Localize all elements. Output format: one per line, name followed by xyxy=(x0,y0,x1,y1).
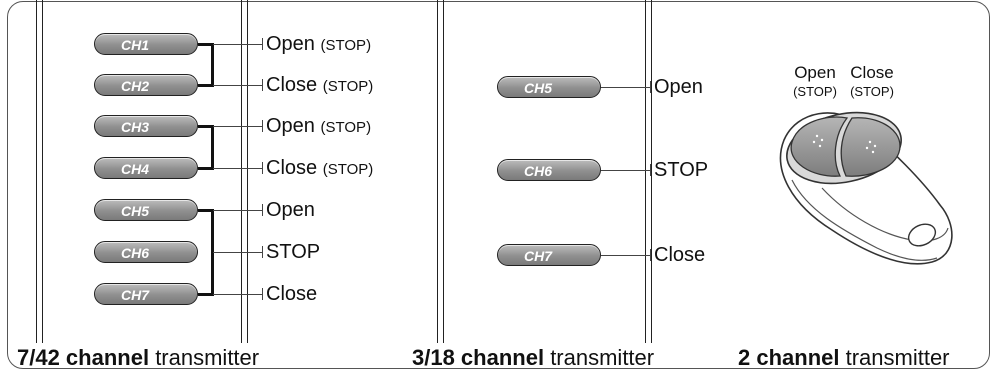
caption-bold: 3/18 channel xyxy=(412,345,545,370)
button-dots xyxy=(812,134,877,154)
ch1-label: CH1 xyxy=(121,37,150,53)
ch6-function-label: STOP xyxy=(654,159,709,181)
function-text: Open xyxy=(266,33,315,55)
caption-bold: 2 channel xyxy=(738,345,840,370)
function-text: Open xyxy=(266,115,315,137)
function-text: Close xyxy=(266,283,318,305)
leader-tick xyxy=(262,162,263,174)
ch4-button: CH4 xyxy=(94,157,198,179)
divider-line xyxy=(443,0,444,343)
leader-tick xyxy=(262,288,263,300)
divider-line xyxy=(247,0,248,343)
caption-2-channel: 2 channel transmitter xyxy=(738,345,950,371)
close-note: (STOP) xyxy=(850,84,894,99)
pair-bracket xyxy=(211,125,214,170)
remote-edge xyxy=(821,187,949,242)
remote-edge xyxy=(791,179,938,261)
keyring-hole xyxy=(907,223,937,247)
ch5-button: CH5 xyxy=(94,199,198,221)
close-header: Close xyxy=(850,63,894,82)
divider-line xyxy=(42,0,43,343)
ch2-button: CH2 xyxy=(94,74,198,96)
caption-rest: transmitter xyxy=(544,345,655,370)
leader-tick xyxy=(262,38,263,50)
ch7-button: CH7 xyxy=(497,244,601,266)
function-note: (STOP) xyxy=(322,161,374,178)
open-note: (STOP) xyxy=(793,84,837,99)
leader-tick xyxy=(650,164,651,176)
leader-line xyxy=(601,87,651,88)
group-bracket xyxy=(198,209,213,212)
leader-tick xyxy=(650,249,651,261)
caption-bold: 7/42 channel xyxy=(17,345,150,370)
ch7-label: CH7 xyxy=(121,287,150,303)
leader-line xyxy=(213,168,263,169)
divider-line xyxy=(645,0,646,343)
function-text: STOP xyxy=(266,241,321,263)
ch5-label: CH5 xyxy=(524,80,553,96)
ch6-button: CH6 xyxy=(497,159,601,181)
function-text: Open xyxy=(266,199,315,221)
divider-line xyxy=(36,0,37,343)
leader-line xyxy=(213,210,263,211)
leader-line xyxy=(213,252,263,253)
function-note: (STOP) xyxy=(322,78,374,95)
caption-rest: transmitter xyxy=(149,345,260,370)
caption-7-42: 7/42 channel transmitter xyxy=(17,345,259,371)
pair-bracket xyxy=(211,43,214,87)
leader-line xyxy=(213,85,263,86)
leader-tick xyxy=(262,204,263,216)
ch6-label: CH6 xyxy=(121,245,150,261)
leader-tick xyxy=(650,81,651,93)
ch2-label: CH2 xyxy=(121,78,150,94)
pair-bracket xyxy=(198,84,213,87)
leader-tick xyxy=(262,246,263,258)
ch4-label: CH4 xyxy=(121,161,150,177)
ch6-label: CH6 xyxy=(524,163,553,179)
divider-line xyxy=(437,0,438,343)
leader-tick xyxy=(262,79,263,91)
leader-line xyxy=(213,44,263,45)
leader-line xyxy=(601,170,651,171)
pair-bracket xyxy=(198,125,213,128)
leader-line xyxy=(213,126,263,127)
ch5-function-label: Open xyxy=(654,76,703,98)
divider-line xyxy=(651,0,652,343)
ch7-button: CH7 xyxy=(94,283,198,305)
ch6-button: CH6 xyxy=(94,241,198,263)
ch7-label: CH7 xyxy=(524,248,553,264)
ch5-label: CH5 xyxy=(121,203,150,219)
ch1-button: CH1 xyxy=(94,33,198,55)
group-bracket xyxy=(198,293,213,296)
leader-line xyxy=(601,255,651,256)
caption-rest: transmitter xyxy=(839,345,950,370)
function-note: (STOP) xyxy=(320,37,372,54)
close-button xyxy=(840,117,901,177)
ch2-function-label: Close (STOP) xyxy=(266,73,373,99)
leader-tick xyxy=(262,120,263,132)
remote-control-illustration xyxy=(779,111,953,265)
ch6-function-label: STOP xyxy=(266,240,320,264)
ch3-function-label: Open (STOP) xyxy=(266,114,371,140)
open-header: Open xyxy=(794,63,836,82)
ch5-button: CH5 xyxy=(497,76,601,98)
ch5-function-label: Open xyxy=(266,198,315,222)
ch3-button: CH3 xyxy=(94,115,198,137)
leader-line xyxy=(213,294,263,295)
group-bracket xyxy=(211,209,214,296)
pair-bracket xyxy=(198,43,213,46)
divider-line xyxy=(241,0,242,343)
function-text: Close xyxy=(266,157,318,179)
pair-bracket xyxy=(198,167,213,170)
function-text: Close xyxy=(266,74,318,96)
ch7-function-label: Close xyxy=(654,244,706,266)
ch3-label: CH3 xyxy=(121,119,150,135)
ch4-function-label: Close (STOP) xyxy=(266,156,373,182)
ch7-function-label: Close xyxy=(266,282,317,306)
function-note: (STOP) xyxy=(320,119,372,136)
ch1-function-label: Open (STOP) xyxy=(266,32,371,58)
caption-3-18: 3/18 channel transmitter xyxy=(412,345,654,371)
